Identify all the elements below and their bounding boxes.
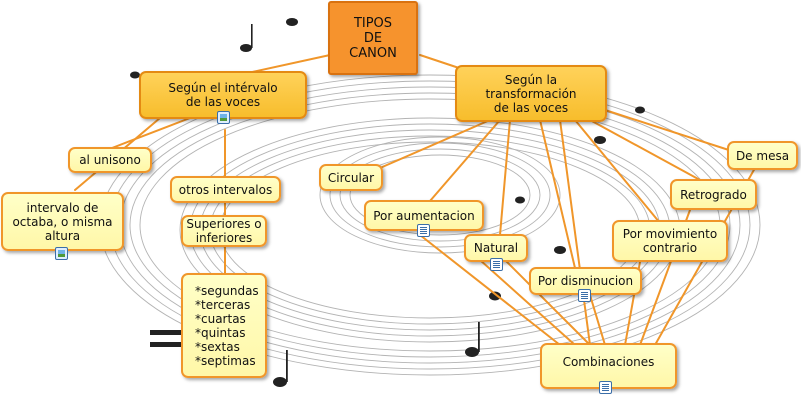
node-mesa-label: De mesa <box>735 148 790 163</box>
node-root-label: TIPOS DE CANON <box>349 15 397 61</box>
node-movimiento[interactable]: Por movimiento contrario <box>612 220 728 262</box>
node-retrogrado[interactable]: Retrogrado <box>670 179 757 210</box>
node-octava[interactable]: intervalo de octaba, o misma altura <box>1 192 124 251</box>
node-otros[interactable]: otros intervalos <box>170 176 281 203</box>
document-attachment-icon[interactable] <box>599 381 612 394</box>
node-lista-label: *segundas *terceras *cuartas *quintas *s… <box>195 283 259 368</box>
node-root[interactable]: TIPOS DE CANON <box>328 1 418 75</box>
node-retrogrado-label: Retrogrado <box>680 187 747 202</box>
image-attachment-icon[interactable] <box>55 247 68 260</box>
document-attachment-icon[interactable] <box>417 224 430 237</box>
node-aumentacion-label: Por aumentacion <box>373 208 475 223</box>
node-unisono-label: al unisono <box>79 153 141 167</box>
node-mesa[interactable]: De mesa <box>727 141 798 170</box>
node-circular[interactable]: Circular <box>319 164 383 191</box>
node-combinaciones-label: Combinaciones <box>562 355 655 369</box>
node-superiores-label: Superiores o inferiores <box>186 217 262 245</box>
document-attachment-icon[interactable] <box>490 258 503 271</box>
node-transform[interactable]: Según la transformación de las voces <box>455 65 607 122</box>
document-attachment-icon[interactable] <box>578 289 591 302</box>
node-interval-label: Según el intérvalo de las voces <box>168 81 278 109</box>
node-natural-label: Natural <box>473 241 519 255</box>
node-octava-label: intervalo de octaba, o misma altura <box>12 200 113 243</box>
node-transform-label: Según la transformación de las voces <box>485 72 577 115</box>
node-superiores[interactable]: Superiores o inferiores <box>181 215 267 247</box>
node-movimiento-label: Por movimiento contrario <box>622 227 718 255</box>
node-disminucion-label: Por disminucion <box>537 274 634 288</box>
image-attachment-icon[interactable] <box>217 111 230 124</box>
node-circular-label: Circular <box>327 170 375 185</box>
node-lista[interactable]: *segundas *terceras *cuartas *quintas *s… <box>181 273 267 378</box>
node-unisono[interactable]: al unisono <box>68 147 152 173</box>
node-otros-label: otros intervalos <box>178 182 273 197</box>
